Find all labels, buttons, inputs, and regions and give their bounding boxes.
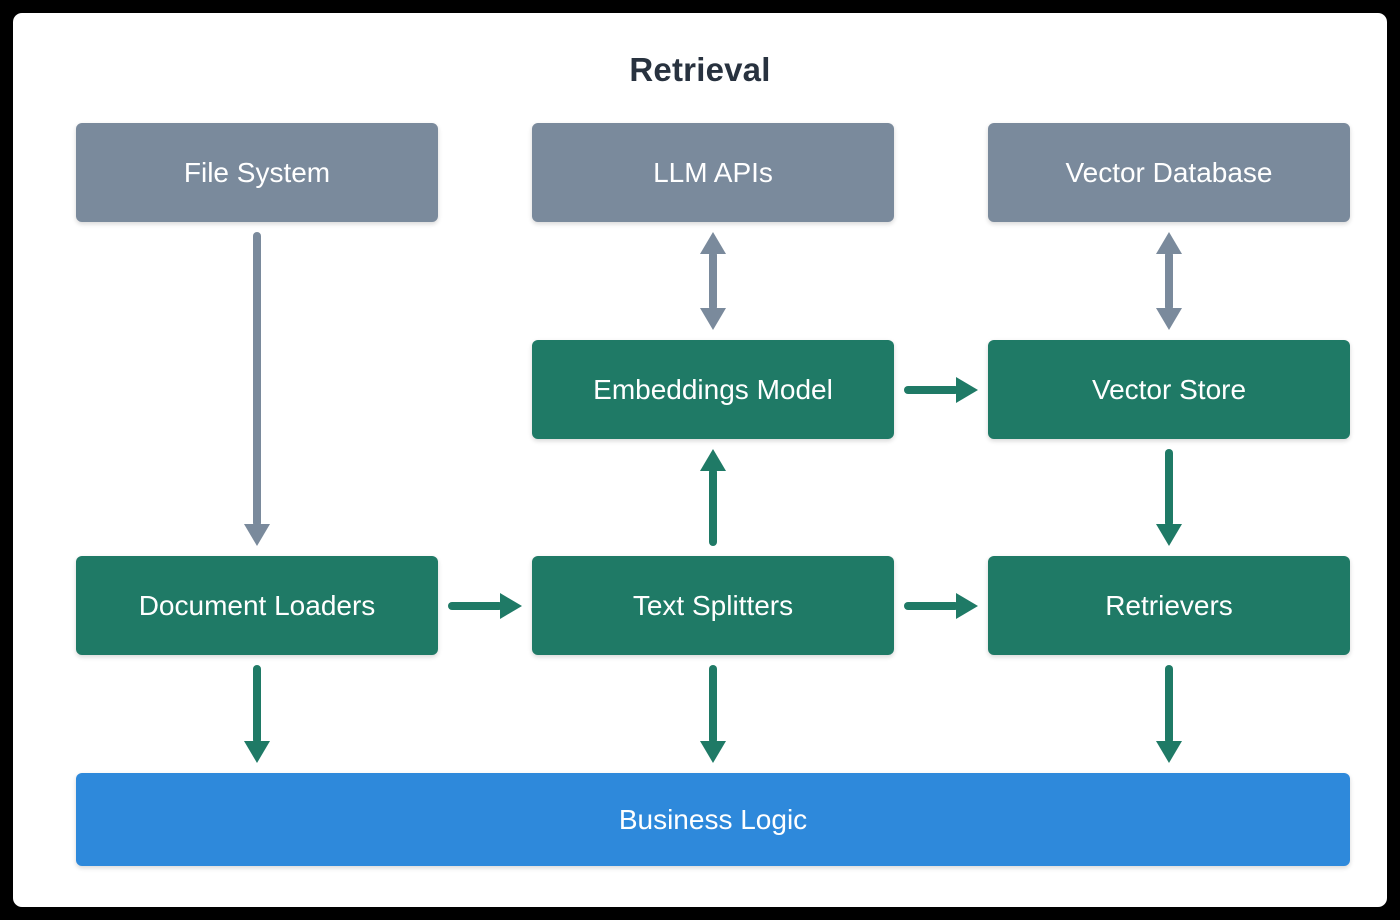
node-retrievers[interactable]: Retrievers: [988, 556, 1350, 655]
diagram-canvas: Retrieval File System LLM APIs Vector Data…: [13, 13, 1387, 907]
node-document-loaders[interactable]: Document Loaders: [76, 556, 438, 655]
arrow-document-loaders-to-text-splitters: [448, 592, 522, 619]
node-label: Text Splitters: [632, 589, 794, 621]
node-business-logic[interactable]: Business Logic: [76, 773, 1350, 866]
node-vector-store[interactable]: Vector Store: [988, 340, 1350, 439]
arrow-text-splitters-to-retrievers: [904, 592, 978, 619]
node-label: Vector Database: [1065, 156, 1273, 188]
arrow-llm-apis-to-embeddings-model: [700, 232, 726, 330]
node-embeddings-model[interactable]: Embeddings Model: [532, 340, 894, 439]
arrow-file-system-to-document-loaders: [244, 232, 270, 546]
node-llm-apis[interactable]: LLM APIs: [532, 123, 894, 222]
node-label: Business Logic: [618, 803, 808, 835]
node-label: File System: [183, 156, 331, 188]
node-label: Document Loaders: [138, 589, 376, 621]
arrow-retrievers-to-business-logic: [1156, 665, 1182, 763]
arrow-text-splitters-to-embeddings-model: [700, 449, 726, 546]
node-label: LLM APIs: [653, 156, 773, 188]
arrow-document-loaders-to-business-logic: [244, 665, 270, 763]
node-vector-database[interactable]: Vector Database: [988, 123, 1350, 222]
node-label: Vector Store: [1091, 373, 1247, 405]
node-label: Embeddings Model: [593, 373, 833, 405]
page-title: Retrieval: [629, 51, 771, 88]
node-file-system[interactable]: File System: [76, 123, 438, 222]
node-text-splitters[interactable]: Text Splitters: [532, 556, 894, 655]
arrow-vector-store-to-retrievers: [1156, 449, 1182, 546]
node-label: Retrievers: [1105, 589, 1233, 621]
arrow-embeddings-model-to-vector-store: [904, 376, 978, 403]
arrow-vector-database-to-vector-store: [1156, 232, 1182, 330]
arrow-text-splitters-to-business-logic: [700, 665, 726, 763]
